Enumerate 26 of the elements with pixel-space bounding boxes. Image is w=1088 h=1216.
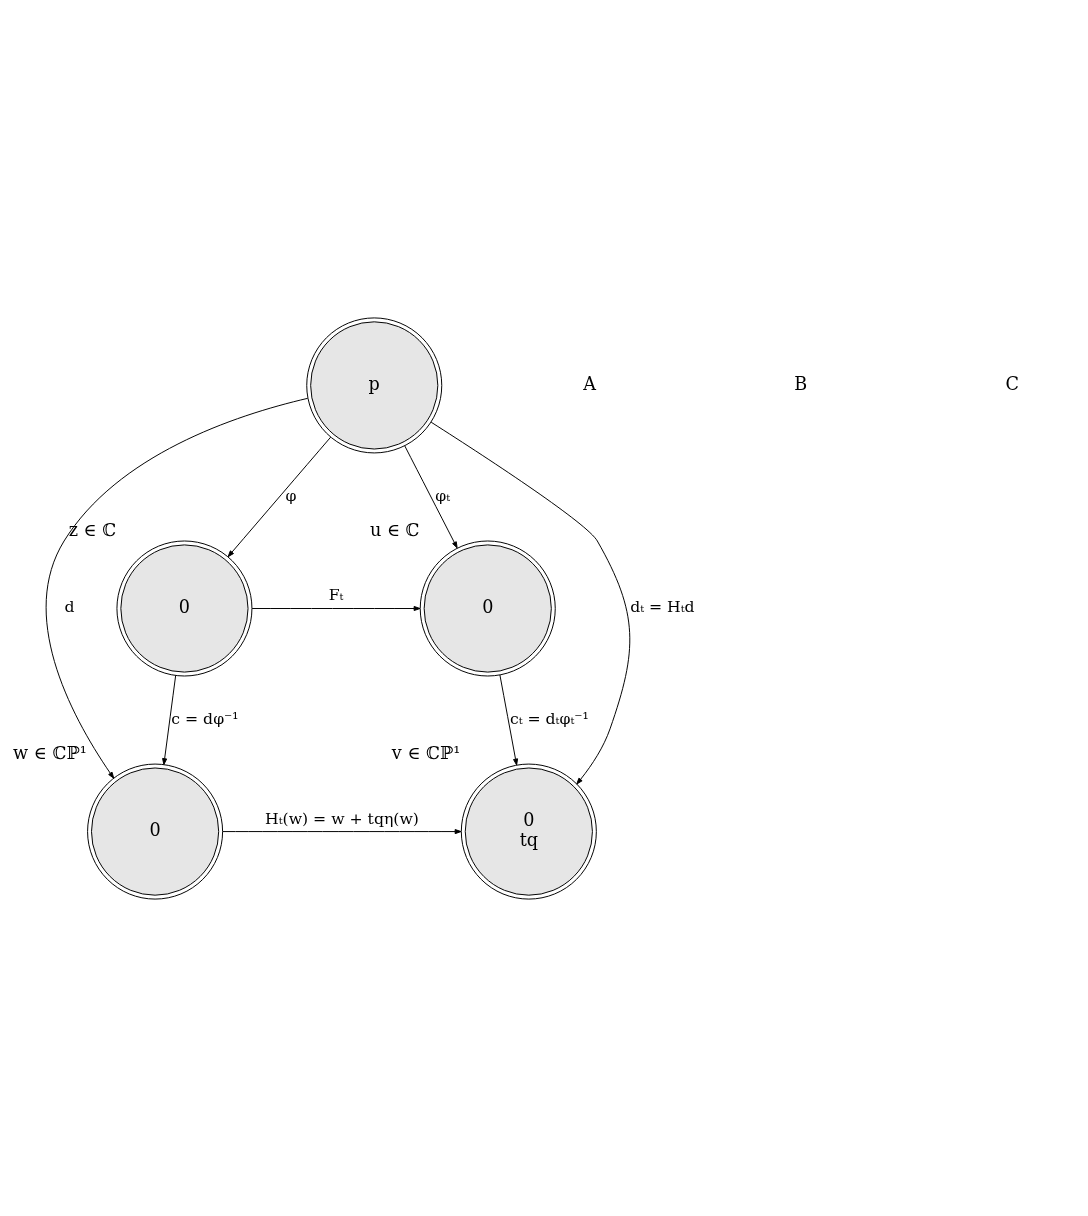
node-label: w ∈ ℂℙ¹ <box>13 742 87 763</box>
label: A <box>583 373 596 394</box>
arrow <box>222 828 462 834</box>
arrow <box>162 674 177 765</box>
arrow <box>227 436 332 557</box>
edge-label: cₜ = dₜφₜ⁻¹ <box>509 708 589 728</box>
node-label: z ∈ ℂ <box>68 519 117 540</box>
node-circle: 0 <box>87 763 224 900</box>
arrow <box>404 444 458 548</box>
label: C <box>1005 373 1019 394</box>
edge-label: c = dφ⁻¹ <box>171 708 239 728</box>
arrow <box>251 605 421 611</box>
arrow <box>499 673 519 765</box>
node-label: v ∈ ℂℙ¹ <box>391 742 461 763</box>
edge-label: d <box>64 596 75 616</box>
arrow <box>430 421 631 784</box>
arrow <box>45 397 309 779</box>
edge-label: φₜ <box>435 485 451 505</box>
edge-label: Hₜ(w) = w + tqη(w) <box>265 808 419 828</box>
edge-label: φ <box>285 485 297 505</box>
edge-label: dₜ = Hₜd <box>630 596 695 616</box>
edge-label: Fₜ <box>328 584 344 604</box>
label: B <box>794 373 808 394</box>
node-circle: p <box>306 316 443 453</box>
node-label: u ∈ ℂ <box>370 519 420 540</box>
node-circle: 0 tq <box>460 763 597 900</box>
